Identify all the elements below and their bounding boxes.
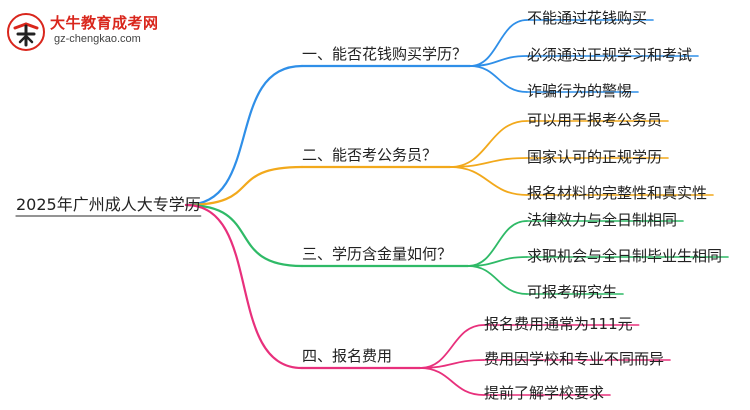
branch-1-child-3-connector bbox=[469, 65, 528, 93]
branch-4-connector bbox=[184, 203, 304, 370]
branch-2-child-3-connector bbox=[449, 166, 528, 196]
branch-1-item-1: 不能通过花钱购买 bbox=[527, 9, 648, 27]
branch-topic-2: 二、能否考公务员？ bbox=[302, 146, 438, 164]
branch-4-item-1: 报名费用通常为111元 bbox=[484, 315, 633, 333]
branch-1-item-2: 必须通过正规学习和考试 bbox=[527, 46, 693, 64]
branch-3-child-3-connector bbox=[467, 265, 528, 295]
branch-2-child-1-connector bbox=[449, 120, 528, 168]
branch-4-child-2-connector bbox=[419, 359, 485, 369]
site-logo[interactable]: 大牛教育成考网 gz-chengkao.com bbox=[6, 10, 186, 54]
branch-2-item-1: 可以用于报考公务员 bbox=[527, 111, 663, 129]
branch-4-item-2: 费用因学校和专业不同而异 bbox=[484, 350, 665, 368]
root-topic: 2025年广州成人大专学历 bbox=[16, 195, 201, 214]
branch-3-item-1: 法律效力与全日制相同 bbox=[527, 211, 678, 229]
branch-4-item-3: 提前了解学校要求 bbox=[484, 384, 605, 402]
branch-2-item-2: 国家认可的正规学历 bbox=[527, 148, 663, 166]
branch-4-child-1-connector bbox=[419, 324, 485, 369]
logo-title: 大牛教育成考网 bbox=[50, 14, 159, 32]
branch-topic-4: 四、报名费用 bbox=[302, 347, 393, 365]
branch-2-connector bbox=[184, 165, 304, 207]
niu-logo-icon bbox=[7, 13, 45, 51]
branch-1-connector bbox=[184, 64, 304, 207]
branch-3-connector bbox=[184, 203, 304, 268]
branch-3-child-2-connector bbox=[467, 256, 528, 267]
branch-1-item-3: 诈骗行为的警惕 bbox=[527, 82, 633, 100]
branch-4-child-3-connector bbox=[419, 367, 485, 396]
branch-1-child-1-connector bbox=[469, 19, 528, 67]
logo-url: gz-chengkao.com bbox=[54, 33, 141, 45]
branch-3-item-3: 可报考研究生 bbox=[527, 283, 618, 301]
branch-3-child-1-connector bbox=[467, 220, 528, 267]
branch-topic-3: 三、学历含金量如何？ bbox=[302, 245, 453, 263]
branch-2-child-2-connector bbox=[449, 157, 528, 168]
branch-3-item-2: 求职机会与全日制毕业生相同 bbox=[527, 247, 723, 265]
branch-2-item-3: 报名材料的完整性和真实性 bbox=[527, 184, 708, 202]
branch-topic-1: 一、能否花钱购买学历？ bbox=[302, 45, 468, 63]
